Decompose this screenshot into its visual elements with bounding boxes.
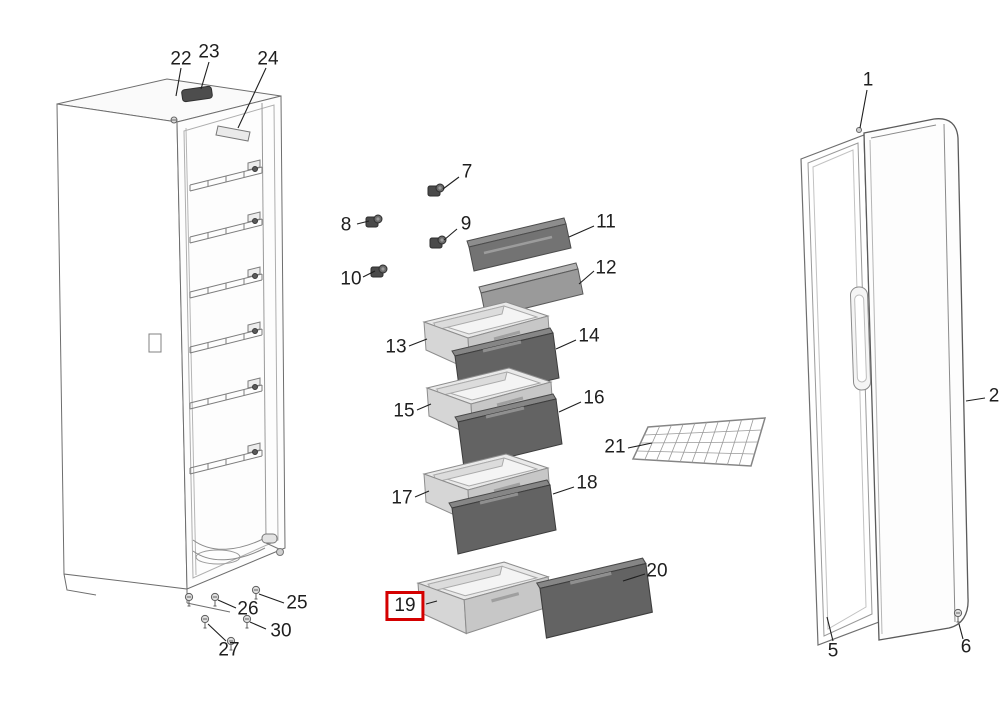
callout-9[interactable]: 9 xyxy=(460,213,472,235)
door-top-screw xyxy=(856,127,862,133)
top-hinge-parts xyxy=(170,85,251,142)
callout-8[interactable]: 8 xyxy=(340,214,352,236)
callout-25[interactable]: 25 xyxy=(286,592,308,614)
callout-27[interactable]: 27 xyxy=(218,639,240,661)
callout-12[interactable]: 12 xyxy=(595,257,617,279)
flap-panel-11 xyxy=(466,217,572,272)
callout-20[interactable]: 20 xyxy=(646,560,668,582)
drawer-body-19 xyxy=(416,560,552,636)
callout-23[interactable]: 23 xyxy=(198,41,220,63)
drawer-front-20 xyxy=(535,556,654,640)
callout-13[interactable]: 13 xyxy=(385,336,407,358)
callout-22[interactable]: 22 xyxy=(170,48,192,70)
callout-2[interactable]: 2 xyxy=(988,385,1000,407)
callout-21[interactable]: 21 xyxy=(604,436,626,458)
roller-part-7 xyxy=(427,183,445,197)
callout-24[interactable]: 24 xyxy=(257,48,279,70)
callout-15[interactable]: 15 xyxy=(393,400,415,422)
leader-lines xyxy=(175,61,986,642)
door-outer-panel xyxy=(849,118,969,641)
callout-6[interactable]: 6 xyxy=(960,636,972,658)
callout-7[interactable]: 7 xyxy=(461,161,473,183)
callout-18[interactable]: 18 xyxy=(576,472,598,494)
callout-19[interactable]: 19 xyxy=(385,591,425,621)
callout-1[interactable]: 1 xyxy=(862,69,874,91)
roller-part-9 xyxy=(429,235,447,249)
wire-shelf-21 xyxy=(631,417,767,467)
callout-30[interactable]: 30 xyxy=(270,620,292,642)
callout-26[interactable]: 26 xyxy=(237,598,259,620)
callout-17[interactable]: 17 xyxy=(391,487,413,509)
callout-16[interactable]: 16 xyxy=(583,387,605,409)
roller-part-10 xyxy=(370,264,388,278)
callout-11[interactable]: 11 xyxy=(596,211,616,233)
freezer-cabinet xyxy=(56,78,286,613)
callout-14[interactable]: 14 xyxy=(578,325,600,347)
callout-5[interactable]: 5 xyxy=(827,640,839,662)
callout-10[interactable]: 10 xyxy=(340,268,362,290)
